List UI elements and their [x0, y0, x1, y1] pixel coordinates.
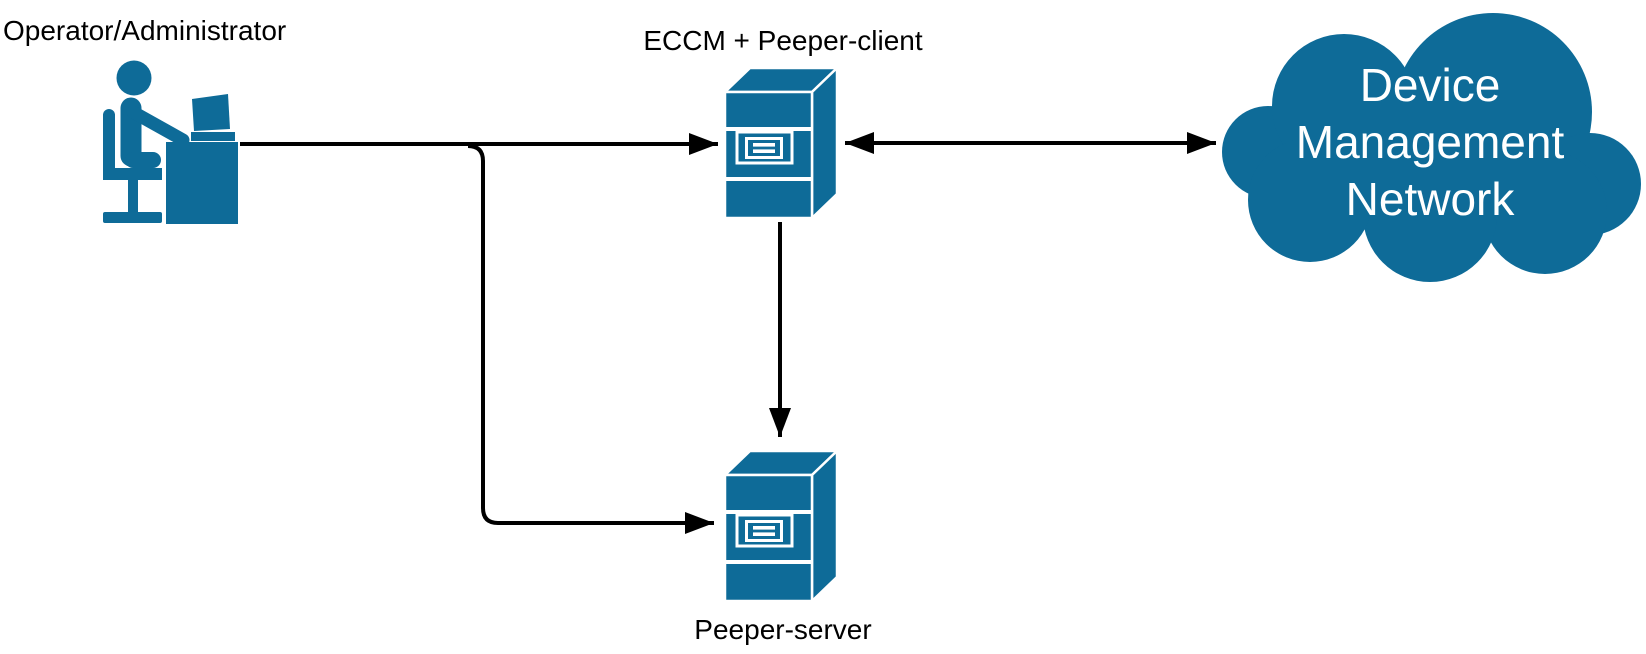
peeper-server-icon — [723, 449, 839, 603]
person-arm — [126, 105, 190, 147]
person-head — [116, 60, 152, 96]
operator-label: Operator/Administrator — [3, 15, 287, 46]
eccm-peeper-client-label: ECCM + Peeper-client — [643, 25, 923, 56]
monitor — [192, 94, 230, 131]
device-management-network-label: Device Management Network — [1280, 57, 1580, 228]
person-at-desk-icon — [103, 60, 238, 224]
cloud-icon — [1222, 13, 1641, 282]
eccm-peeper-client-server-icon — [723, 66, 839, 220]
cloud-label-line: Management — [1295, 116, 1565, 168]
edge-operator-to-peeper-server — [467, 144, 714, 534]
monitor-base — [191, 132, 235, 141]
cloud-label-line: Device — [1359, 59, 1501, 111]
desk — [166, 142, 238, 224]
chair-post — [128, 180, 138, 216]
edges — [240, 132, 1216, 534]
chair-base — [103, 212, 162, 223]
cloud-label-line: Network — [1345, 173, 1515, 225]
chair-seat — [103, 168, 162, 180]
peeper-server-label: Peeper-server — [694, 614, 872, 645]
